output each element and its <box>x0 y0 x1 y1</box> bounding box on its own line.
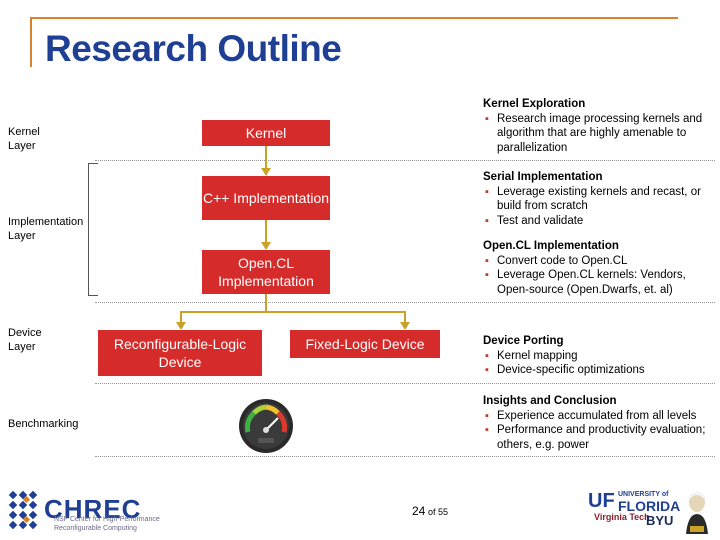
bullet-item: Leverage existing kernels and recast, or… <box>483 185 717 214</box>
layer-label-kernel: Kernel Layer <box>8 126 40 152</box>
uf-florida-text: FLORIDA <box>618 498 681 514</box>
bullet-item: Experience accumulated from all levels <box>483 409 717 424</box>
opencl-implementation-box: Open.CL Implementation <box>202 250 330 294</box>
chrec-logo-icon <box>8 490 38 530</box>
layer-label-device: Device Layer <box>8 327 42 353</box>
arrow-kernel-to-cpp <box>265 146 267 168</box>
implementation-bracket <box>88 163 98 296</box>
bullet-item: Leverage Open.CL kernels: Vendors, Open-… <box>483 268 717 297</box>
separator-line <box>95 383 715 384</box>
section-device-porting: Device Porting Kernel mapping Device-spe… <box>483 334 717 378</box>
section-title: Serial Implementation <box>483 171 603 183</box>
reconfigurable-logic-device-box: Reconfigurable-Logic Device <box>98 330 262 376</box>
chrec-subtitle: NSF Center for High-Performance <box>54 516 160 523</box>
page-number: 24 <box>412 504 426 518</box>
gwu-portrait-logo-icon <box>686 492 708 534</box>
virginia-tech-logo: Virginia Tech <box>594 512 650 522</box>
section-opencl-implementation: Open.CL Implementation Convert code to O… <box>483 239 717 297</box>
chrec-logo-text: CHREC <box>44 494 142 524</box>
separator-line <box>95 302 715 303</box>
layer-label-benchmarking: Benchmarking <box>8 418 79 430</box>
bullet-item: Performance and productivity evaluation;… <box>483 423 717 452</box>
section-title: Kernel Exploration <box>483 98 586 110</box>
arrow-to-fixed <box>404 311 406 322</box>
section-insights-and-conclusion: Insights and Conclusion Experience accum… <box>483 394 717 452</box>
section-kernel-exploration: Kernel Exploration Research image proces… <box>483 97 717 155</box>
arrow-head <box>176 322 186 330</box>
arrow-opencl-down <box>265 294 267 312</box>
chrec-subtitle: Reconfigurable Computing <box>54 525 137 532</box>
layer-label-implementation: Implementation Layer <box>8 216 84 242</box>
bullet-item: Convert code to Open.CL <box>483 254 717 269</box>
separator-line <box>95 456 715 457</box>
arrow-cpp-to-opencl <box>265 220 267 242</box>
arrow-head <box>400 322 410 330</box>
section-serial-implementation: Serial Implementation Leverage existing … <box>483 170 717 228</box>
fixed-logic-device-box: Fixed-Logic Device <box>290 330 440 358</box>
slide-title: Research Outline <box>45 28 342 69</box>
kernel-box: Kernel <box>202 120 330 146</box>
bullet-item: Research image processing kernels and al… <box>483 112 717 156</box>
section-title: Insights and Conclusion <box>483 395 617 407</box>
arrow-branch-line <box>180 311 406 313</box>
speedometer-icon <box>239 399 293 453</box>
byu-logo: BYU <box>646 513 674 528</box>
bullet-item: Kernel mapping <box>483 349 717 364</box>
title-frame-left <box>30 17 32 67</box>
arrow-head <box>261 242 271 250</box>
arrow-to-reconfigurable <box>180 311 182 322</box>
bullet-item: Test and validate <box>483 214 717 229</box>
arrow-head <box>261 168 271 176</box>
cpp-implementation-box: C++ Implementation <box>202 176 330 220</box>
uf-logo: UF <box>588 490 615 512</box>
uf-university-text: UNIVERSITY of <box>618 491 669 498</box>
section-title: Device Porting <box>483 335 564 347</box>
separator-line <box>95 160 715 161</box>
page-total: of 55 <box>428 507 449 517</box>
title-frame-top <box>30 17 678 19</box>
section-title: Open.CL Implementation <box>483 240 619 252</box>
bullet-item: Device-specific optimizations <box>483 363 717 378</box>
